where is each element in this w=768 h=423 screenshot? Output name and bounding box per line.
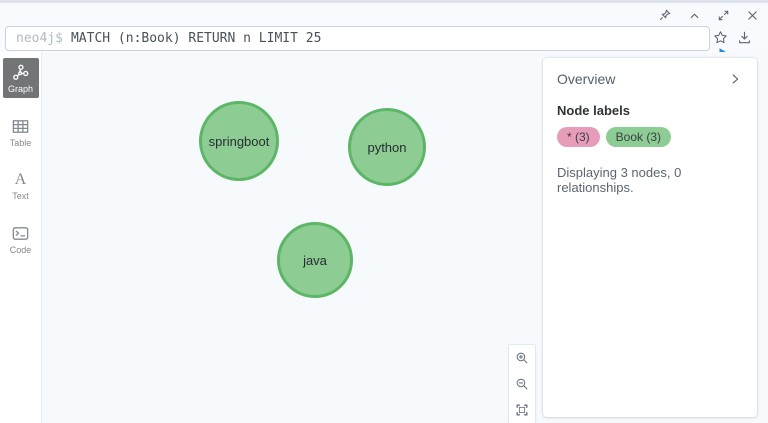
graph-zoom-controls (508, 344, 536, 423)
editor-side-actions (712, 29, 768, 45)
tab-table[interactable]: Table (3, 112, 39, 152)
tab-table-label: Table (10, 138, 32, 148)
graph-view-icon (11, 63, 30, 82)
overview-header: Overview (557, 71, 743, 87)
badge-all-nodes[interactable]: * (3) (557, 127, 600, 147)
run-query-button[interactable] (685, 31, 701, 47)
editor-query-text[interactable]: MATCH (n:Book) RETURN n LIMIT 25 (71, 31, 321, 46)
tab-text[interactable]: A Text (3, 166, 39, 205)
cypher-editor[interactable]: neo4j$ MATCH (n:Book) RETURN n LIMIT 25 (5, 26, 710, 51)
overview-title: Overview (557, 71, 615, 87)
badge-book[interactable]: Book (3) (606, 127, 671, 147)
tab-code[interactable]: Code (3, 219, 39, 259)
tab-graph-label: Graph (8, 84, 33, 94)
node-label-badges: * (3) Book (3) (557, 127, 743, 147)
graph-node-java[interactable]: java (277, 222, 353, 298)
close-icon[interactable] (744, 7, 760, 23)
download-icon[interactable] (736, 29, 752, 45)
collapse-chevron-up-icon[interactable] (686, 7, 702, 23)
graph-node-python[interactable]: python (348, 108, 426, 186)
text-view-icon: A (15, 171, 27, 189)
chevron-right-icon[interactable] (727, 71, 743, 87)
graph-node-springboot[interactable]: springboot (199, 101, 279, 181)
tab-code-label: Code (10, 245, 32, 255)
favorite-star-icon[interactable] (712, 29, 728, 45)
overview-panel: Overview Node labels * (3) Book (3) Disp… (543, 58, 757, 417)
zoom-in-icon[interactable] (512, 349, 532, 367)
result-view-sidebar: Graph Table A Text Code (0, 52, 42, 423)
window-top-strip (0, 0, 768, 3)
result-status-text: Displaying 3 nodes, 0 relationships. (557, 165, 743, 195)
zoom-to-fit-icon[interactable] (512, 401, 532, 419)
pin-icon[interactable] (657, 7, 673, 23)
tab-text-label: Text (12, 191, 29, 201)
fullscreen-expand-icon[interactable] (715, 7, 731, 23)
zoom-out-icon[interactable] (512, 375, 532, 393)
code-view-icon (11, 224, 30, 243)
node-labels-heading: Node labels (557, 103, 743, 118)
frame-controls (657, 7, 760, 23)
table-view-icon (11, 117, 30, 136)
editor-prompt: neo4j$ (16, 31, 63, 46)
tab-graph[interactable]: Graph (3, 58, 39, 98)
